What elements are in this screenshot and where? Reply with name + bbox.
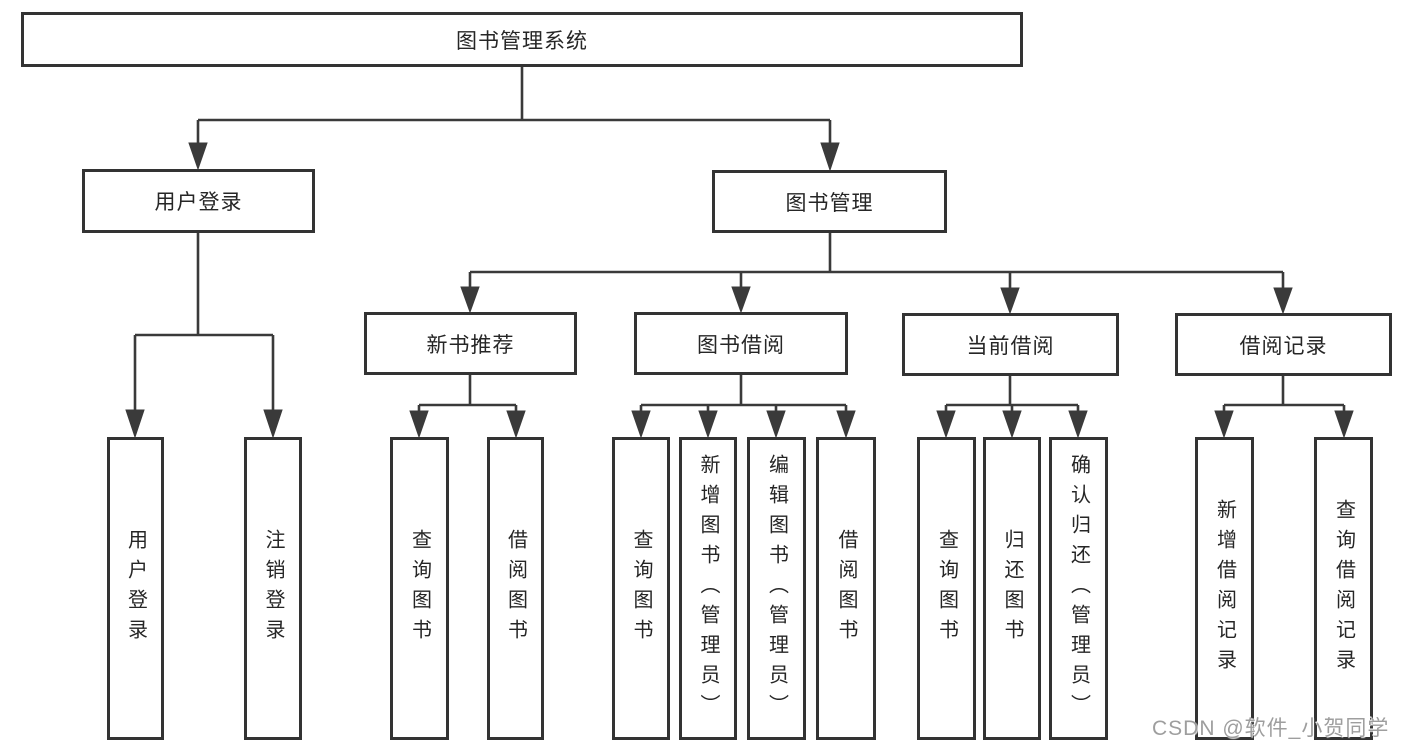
arrowhead bbox=[1068, 410, 1088, 439]
node-book-borrow: 图书借阅 bbox=[634, 312, 848, 375]
connector-root-to-level2 bbox=[188, 67, 840, 172]
arrowhead bbox=[836, 410, 856, 439]
arrowhead bbox=[409, 410, 429, 439]
node-current-borrow: 当前借阅 bbox=[902, 313, 1119, 376]
connector-user-login-children bbox=[125, 233, 283, 439]
connector-book-mgmt-children bbox=[460, 233, 1293, 315]
leaf-cb-confirm-return-admin: 确认归还（管理员） bbox=[1049, 437, 1108, 740]
leaf-cb-confirm-return-admin-label: 确认归还（管理员） bbox=[1067, 453, 1090, 724]
arrowhead bbox=[1334, 410, 1354, 439]
connector-current-borrow-children bbox=[936, 376, 1088, 439]
leaf-bb-edit-books-admin-label: 编辑图书（管理员） bbox=[765, 453, 788, 724]
leaf-bb-add-books-admin: 新增图书（管理员） bbox=[679, 437, 737, 740]
leaf-user-login-label: 用户登录 bbox=[124, 528, 147, 649]
arrowhead bbox=[1002, 410, 1022, 439]
node-current-borrow-label: 当前借阅 bbox=[966, 334, 1055, 358]
leaf-logout-label: 注销登录 bbox=[262, 528, 284, 649]
node-root: 图书管理系统 bbox=[21, 12, 1023, 67]
leaf-cb-query-books-label: 查询图书 bbox=[935, 528, 958, 649]
arrowhead bbox=[1214, 410, 1234, 439]
leaf-user-login: 用户登录 bbox=[107, 437, 164, 740]
leaf-nbr-query-books: 查询图书 bbox=[390, 437, 449, 740]
arrowhead bbox=[188, 142, 208, 171]
arrowhead bbox=[1273, 287, 1293, 315]
node-book-management-label: 图书管理 bbox=[785, 191, 874, 215]
node-new-book-recommend: 新书推荐 bbox=[364, 312, 577, 375]
arrowhead bbox=[263, 409, 283, 439]
arrowhead bbox=[125, 409, 145, 439]
leaf-bb-query-books: 查询图书 bbox=[612, 437, 670, 740]
leaf-nbr-query-books-label: 查询图书 bbox=[408, 528, 431, 649]
leaf-br-query-record-label: 查询借阅记录 bbox=[1332, 498, 1355, 679]
leaf-nbr-borrow-books-label: 借阅图书 bbox=[504, 528, 527, 649]
arrowhead bbox=[460, 286, 480, 314]
leaf-nbr-borrow-books: 借阅图书 bbox=[487, 437, 544, 740]
leaf-bb-borrow-books-label: 借阅图书 bbox=[835, 528, 857, 649]
leaf-logout: 注销登录 bbox=[244, 437, 302, 740]
node-user-login-label: 用户登录 bbox=[154, 191, 243, 214]
node-borrow-records: 借阅记录 bbox=[1175, 313, 1392, 376]
arrowhead bbox=[631, 410, 651, 439]
node-new-book-recommend-label: 新书推荐 bbox=[426, 333, 515, 357]
node-root-label: 图书管理系统 bbox=[456, 29, 588, 53]
node-book-borrow-label: 图书借阅 bbox=[697, 333, 785, 357]
leaf-br-add-record: 新增借阅记录 bbox=[1195, 437, 1254, 740]
arrowhead bbox=[698, 410, 718, 439]
connector-book-borrow-children bbox=[631, 375, 856, 439]
leaf-br-query-record: 查询借阅记录 bbox=[1314, 437, 1373, 740]
leaf-br-add-record-label: 新增借阅记录 bbox=[1213, 498, 1236, 679]
node-borrow-records-label: 借阅记录 bbox=[1239, 334, 1328, 358]
leaf-bb-add-books-admin-label: 新增图书（管理员） bbox=[697, 453, 719, 724]
arrowhead bbox=[820, 142, 840, 172]
leaf-cb-return-books: 归还图书 bbox=[983, 437, 1041, 740]
leaf-bb-edit-books-admin: 编辑图书（管理员） bbox=[747, 437, 806, 740]
leaf-cb-query-books: 查询图书 bbox=[917, 437, 976, 740]
arrowhead bbox=[1000, 287, 1020, 315]
node-user-login: 用户登录 bbox=[82, 169, 315, 233]
leaf-cb-return-books-label: 归还图书 bbox=[1001, 528, 1023, 649]
connector-new-book-children bbox=[409, 375, 526, 439]
arrowhead bbox=[731, 286, 751, 314]
csdn-watermark: CSDN @软件_小贺同学 bbox=[1152, 717, 1390, 740]
node-book-management: 图书管理 bbox=[712, 170, 947, 233]
arrowhead bbox=[766, 410, 786, 439]
arrowhead bbox=[936, 410, 956, 439]
leaf-bb-borrow-books: 借阅图书 bbox=[816, 437, 876, 740]
arrowhead bbox=[506, 410, 526, 439]
connector-borrow-records-children bbox=[1214, 376, 1354, 439]
leaf-bb-query-books-label: 查询图书 bbox=[630, 528, 652, 649]
